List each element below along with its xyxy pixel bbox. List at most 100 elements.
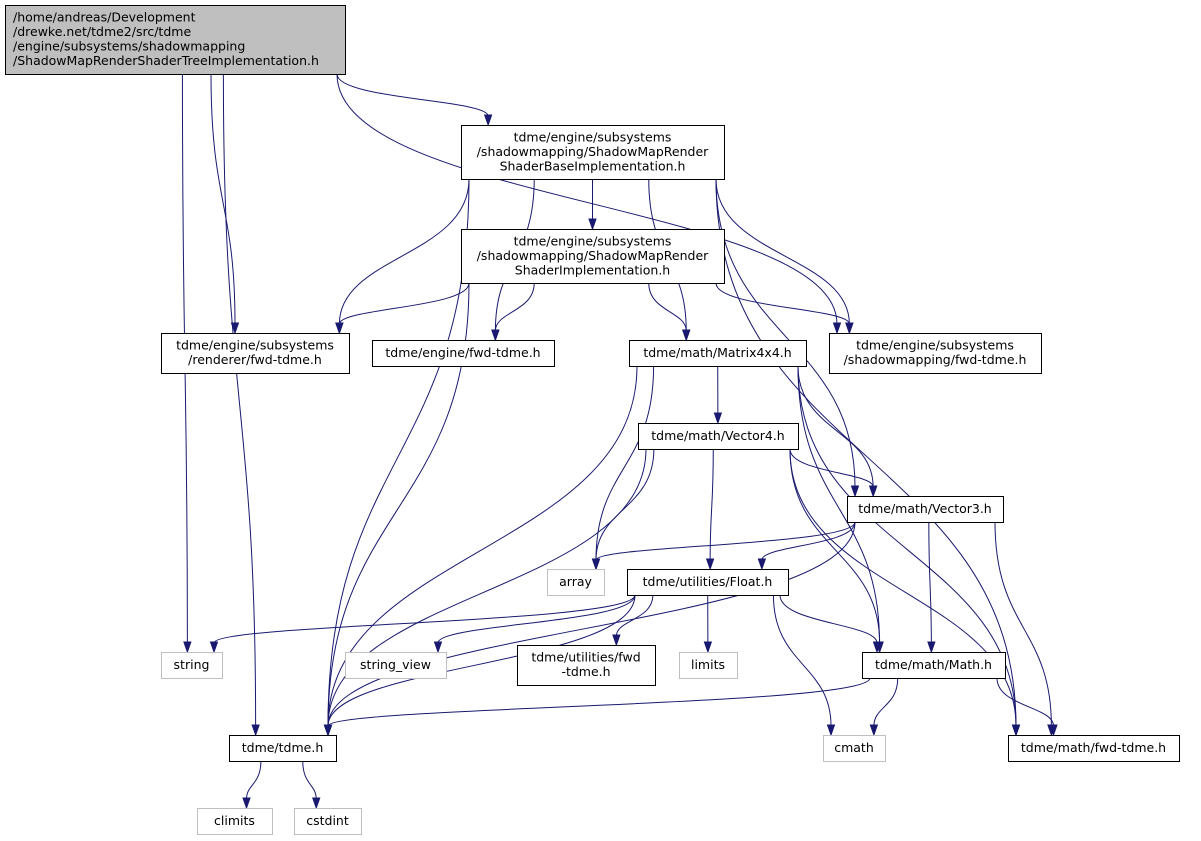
node-box xyxy=(161,652,223,679)
node-box xyxy=(547,569,605,596)
node-vector3[interactable]: tdme/math/Vector3.h xyxy=(847,496,1004,523)
node-label-line: tdme/math/Matrix4x4.h xyxy=(643,345,791,360)
node-shadow-fwd[interactable]: tdme/engine/subsystems/shadowmapping/fwd… xyxy=(829,333,1042,374)
nodes-layer: /home/andreas/Development/drewke.net/tdm… xyxy=(5,5,1180,835)
edge-vector4-to-math xyxy=(789,448,884,654)
node-string: string xyxy=(161,652,223,679)
node-string-view: string_view xyxy=(345,652,447,679)
edge-base-to-math_fwd xyxy=(715,178,1021,737)
node-label-line: /shadowmapping/ShadowMapRender xyxy=(477,248,709,263)
node-cstdint: cstdint xyxy=(294,808,362,835)
node-limits: limits xyxy=(679,652,738,679)
edge-base-to-tdme xyxy=(323,178,470,737)
node-box xyxy=(829,333,1042,374)
node-label-line: array xyxy=(559,574,592,589)
edge-root-to-base xyxy=(336,73,493,127)
edge-base-to-shadow_fwd xyxy=(715,178,854,335)
edge-root-to-tdme xyxy=(222,73,260,737)
edge-root-to-renderer_fwd xyxy=(210,73,240,335)
node-label-line: /shadowmapping/ShadowMapRender xyxy=(477,144,709,159)
edge-vector3-to-float xyxy=(757,521,856,571)
node-array: array xyxy=(547,569,605,596)
node-label-line: tdme/math/Math.h xyxy=(875,657,992,672)
node-renderer-fwd[interactable]: tdme/engine/subsystems/renderer/fwd-tdme… xyxy=(161,333,350,374)
edge-vector3-to-math xyxy=(927,521,936,654)
edge-float-to-string xyxy=(209,594,636,654)
edge-vector4-to-vector3 xyxy=(789,448,878,498)
node-box xyxy=(679,652,738,679)
node-box xyxy=(161,333,350,374)
node-label-line: tdme/utilities/fwd xyxy=(531,650,640,665)
edge-matrix-to-vector3 xyxy=(797,365,878,498)
node-box xyxy=(461,229,725,284)
node-label-line: /shadowmapping/fwd-tdme.h xyxy=(844,352,1027,367)
node-label-line: tdme/utilities/Float.h xyxy=(643,574,773,589)
edge-vector4-to-float xyxy=(705,448,715,571)
edge-float-to-math xyxy=(779,594,882,654)
node-box xyxy=(629,340,807,367)
edge-vector3-to-tdme xyxy=(323,521,856,737)
edge-impl-to-shadow_fwd xyxy=(715,282,854,335)
node-box xyxy=(638,423,799,450)
edge-math-to-tdme xyxy=(323,677,871,737)
node-matrix[interactable]: tdme/math/Matrix4x4.h xyxy=(629,340,807,367)
node-impl[interactable]: tdme/engine/subsystems/shadowmapping/Sha… xyxy=(461,229,725,284)
edge-impl-to-engine_fwd xyxy=(491,282,535,342)
node-label-line: cstdint xyxy=(306,813,349,828)
edge-matrix-to-math_fwd xyxy=(797,365,1021,737)
node-base[interactable]: tdme/engine/subsystems/shadowmapping/Sha… xyxy=(461,125,725,180)
edge-impl-to-renderer_fwd xyxy=(335,282,470,335)
node-root: /home/andreas/Development/drewke.net/tdm… xyxy=(5,5,346,75)
node-label-line: tdme/math/Vector3.h xyxy=(858,501,991,516)
node-label-line: tdme/engine/subsystems xyxy=(514,129,672,144)
node-vector4[interactable]: tdme/math/Vector4.h xyxy=(638,423,799,450)
node-label-line: tdme/math/fwd-tdme.h xyxy=(1021,740,1166,755)
node-label-line: cmath xyxy=(834,740,874,755)
node-box xyxy=(372,340,555,367)
node-label-line: tdme/engine/fwd-tdme.h xyxy=(385,345,540,360)
edge-matrix-to-vector4 xyxy=(713,365,723,425)
node-label-line: /ShadowMapRenderShaderTreeImplementation… xyxy=(13,53,319,68)
node-label-line: ShaderImplementation.h xyxy=(515,262,670,277)
edge-float-to-limits xyxy=(703,594,713,654)
node-box xyxy=(5,5,346,75)
node-box xyxy=(1008,735,1180,762)
edge-vector3-to-math_fwd xyxy=(994,521,1056,737)
node-label-line: string xyxy=(174,657,210,672)
node-label-line: string_view xyxy=(360,657,431,672)
edge-float-to-cmath xyxy=(772,594,836,737)
edge-math-to-cmath xyxy=(869,677,899,737)
node-climits: climits xyxy=(197,808,273,835)
node-math[interactable]: tdme/math/Math.h xyxy=(862,652,1006,679)
node-box xyxy=(461,125,725,180)
node-label-line: /engine/subsystems/shadowmapping xyxy=(13,39,245,54)
node-tdme[interactable]: tdme/tdme.h xyxy=(229,735,337,762)
node-label-line: tdme/engine/subsystems xyxy=(176,338,334,353)
node-cmath: cmath xyxy=(823,735,886,762)
edge-vector3-to-array xyxy=(591,521,856,571)
edge-math-to-math_fwd xyxy=(996,677,1058,737)
node-label-line: tdme/engine/subsystems xyxy=(514,233,672,248)
edge-root-to-shadow_fwd xyxy=(336,73,842,335)
edge-float-to-string_view xyxy=(433,594,636,654)
node-box xyxy=(197,808,273,835)
node-box xyxy=(823,735,886,762)
node-label-line: -tdme.h xyxy=(561,664,610,679)
node-box xyxy=(345,652,447,679)
edges-layer xyxy=(181,73,1058,810)
node-math-fwd[interactable]: tdme/math/fwd-tdme.h xyxy=(1008,735,1180,762)
node-util-fwd[interactable]: tdme/utilities/fwd-tdme.h xyxy=(517,645,656,686)
node-box xyxy=(229,735,337,762)
node-label-line: /home/andreas/Development xyxy=(13,10,196,25)
node-float[interactable]: tdme/utilities/Float.h xyxy=(627,569,789,596)
node-label-line: /drewke.net/tdme2/src/tdme xyxy=(13,24,191,39)
node-label-line: tdme/engine/subsystems xyxy=(856,338,1014,353)
node-engine-fwd[interactable]: tdme/engine/fwd-tdme.h xyxy=(372,340,555,367)
edge-impl-to-matrix xyxy=(648,282,691,342)
node-label-line: /renderer/fwd-tdme.h xyxy=(188,352,322,367)
node-label-line: climits xyxy=(214,813,255,828)
edge-base-to-impl xyxy=(588,179,597,231)
node-label-line: limits xyxy=(691,657,725,672)
edge-tdme-to-climits xyxy=(242,760,262,810)
